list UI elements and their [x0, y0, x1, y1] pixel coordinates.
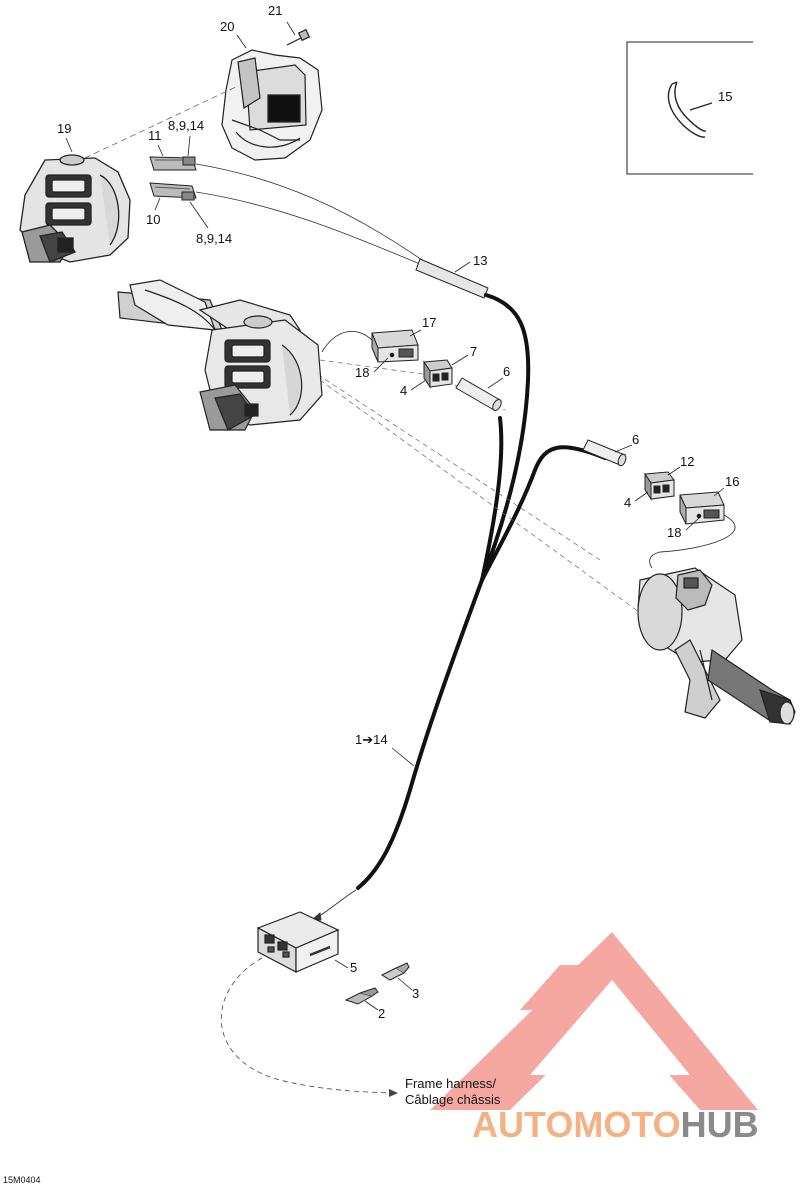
callout-18-right: 18 — [667, 525, 681, 540]
callout-13: 13 — [473, 253, 487, 268]
callout-3: 3 — [412, 986, 419, 1001]
part-6-tube-left — [455, 377, 502, 411]
part-10-connector — [149, 182, 197, 201]
wire-to-right-assembly — [649, 514, 736, 569]
callout-17: 17 — [422, 315, 436, 330]
right-handlebar-assembly — [637, 567, 796, 725]
callout-7: 7 — [470, 344, 477, 359]
part-20-housing — [221, 49, 323, 161]
callout-19: 19 — [57, 121, 71, 136]
part-17-connector — [371, 329, 419, 363]
part-5-connector-housing — [256, 911, 340, 973]
harness-end-arrow — [310, 889, 357, 921]
wire-to-17 — [321, 331, 373, 353]
callout-21: 21 — [268, 3, 282, 18]
callout-10: 10 — [146, 212, 160, 227]
drawing-code: 15M0404 — [3, 1175, 41, 1185]
callout-5: 5 — [350, 960, 357, 975]
thin-wires — [195, 163, 426, 267]
watermark-text-automoto: AUTOMOTOHUB — [472, 1104, 759, 1145]
part-6-tube-right — [582, 439, 627, 467]
frame-harness-arrowhead — [389, 1089, 398, 1097]
inset-box — [626, 41, 753, 175]
callout-4-right: 4 — [624, 495, 631, 510]
part-16-connector — [679, 491, 725, 525]
part-19-switch-housing — [19, 154, 131, 263]
part-13-sleeve — [415, 258, 489, 299]
left-handlebar-assembly — [117, 279, 323, 431]
callout-15: 15 — [718, 89, 732, 104]
part-3-terminal — [380, 962, 410, 981]
callout-8-9-14-top: 8,9,14 — [168, 118, 204, 133]
callout-20: 20 — [220, 19, 234, 34]
callout-4-left: 4 — [400, 383, 407, 398]
part-21-screw — [286, 28, 311, 46]
callout-18-left: 18 — [355, 365, 369, 380]
part-12-connector — [644, 471, 675, 501]
callout-12: 12 — [680, 454, 694, 469]
frame-harness-label: Frame harness/ — [405, 1076, 496, 1091]
callout-11: 11 — [148, 128, 162, 143]
chassis-harness-label: Câblage châssis — [405, 1092, 501, 1107]
part-15-cable-tie — [667, 81, 713, 138]
assembly-line-19-20 — [84, 85, 239, 159]
watermark-logo — [430, 932, 758, 1110]
part-2-terminal — [344, 987, 379, 1005]
callout-16: 16 — [725, 474, 739, 489]
callout-6-left: 6 — [503, 364, 510, 379]
frame-harness-link — [220, 957, 393, 1094]
callout-6-right: 6 — [632, 432, 639, 447]
watermark-triangle-inner — [530, 980, 690, 1075]
callout-8-9-14-bottom: 8,9,14 — [196, 231, 232, 246]
callout-1-to-14: 1➔14 — [355, 732, 388, 747]
main-wire-harness — [356, 293, 607, 890]
part-7-connector — [423, 359, 453, 389]
callout-2: 2 — [378, 1006, 385, 1021]
part-11-connector — [149, 156, 197, 171]
watermark-triangle-stroke — [520, 965, 585, 1010]
